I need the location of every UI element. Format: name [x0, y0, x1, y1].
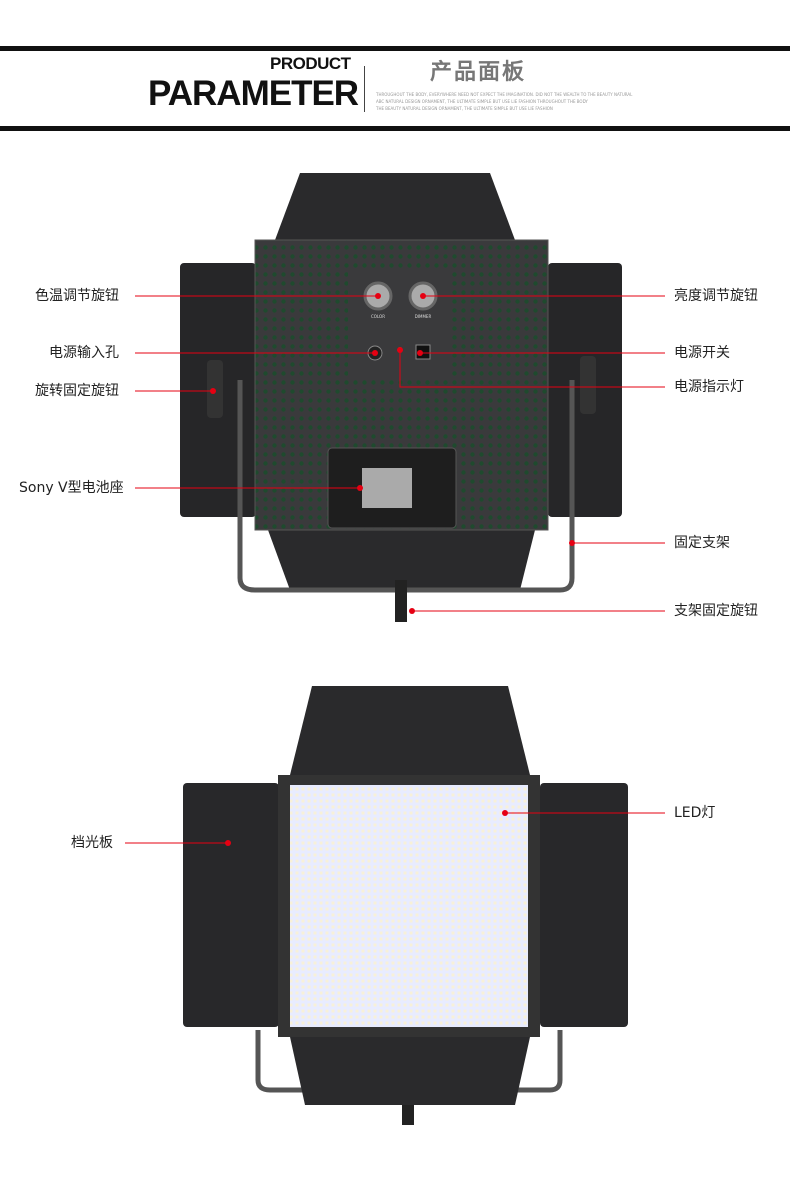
title-product: PRODUCT [270, 54, 351, 73]
subtitle-line: ABC NATURAL DESIGN ORNAMENT, THE ULTIMAT… [376, 99, 588, 104]
subtitle-line: THE BEAUTY NATURAL DESIGN ORNAMENT, THE … [376, 106, 553, 111]
front-view-lamp [183, 686, 628, 1125]
label-power-switch: 电源开关 [674, 345, 730, 361]
bottom-rule [0, 126, 790, 131]
label-bracket-knob: 支架固定旋钮 [674, 603, 758, 619]
subtitle-line: THROUGHOUT THE BODY, EVERYWHERE NEED NOT… [376, 92, 633, 97]
label-brightness-knob: 亮度调节旋钮 [674, 288, 758, 304]
callout-dots [210, 293, 575, 846]
callout-lines [125, 295, 665, 844]
back-view-lamp: COLOR DIMMER [180, 173, 622, 622]
label-barn-door: 档光板 [71, 835, 113, 851]
label-power-input: 电源输入孔 [49, 345, 119, 361]
label-color-temp-knob: 色温调节旋钮 [35, 288, 119, 304]
title-cn: 产品面板 [430, 60, 527, 85]
color-knob-label: COLOR [371, 314, 385, 319]
title-parameter: PARAMETER [148, 74, 359, 113]
label-power-indicator: 电源指示灯 [674, 379, 744, 395]
title-divider [364, 66, 365, 112]
label-rotation-lock-knob: 旋转固定旋钮 [35, 383, 119, 399]
top-rule [0, 46, 790, 51]
label-bracket: 固定支架 [674, 535, 730, 551]
label-led: LED灯 [674, 805, 716, 821]
dimmer-knob-label: DIMMER [415, 314, 432, 319]
label-v-mount: Sony V型电池座 [19, 480, 124, 496]
